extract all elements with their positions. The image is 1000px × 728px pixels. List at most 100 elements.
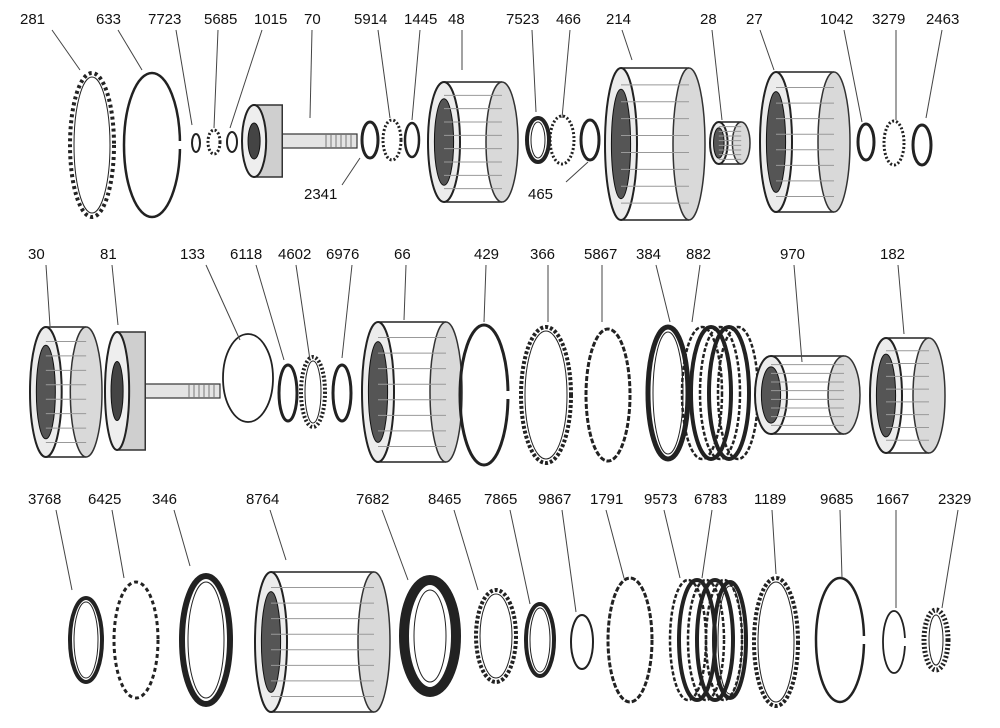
- part-66-shape: [361, 321, 463, 463]
- part-label-1015: 1015: [254, 11, 287, 28]
- part-2341-shape: [360, 120, 380, 160]
- leader-line-28: [711, 29, 723, 121]
- part-label-6118: 6118: [230, 246, 262, 263]
- leader-line-2341: [341, 157, 361, 186]
- part-label-5685: 5685: [204, 11, 237, 28]
- part-label-346: 346: [152, 491, 177, 508]
- part-6976-shape: [331, 363, 353, 423]
- part-1445-shape: [403, 121, 421, 159]
- part-label-3279: 3279: [872, 11, 905, 28]
- leader-line-5914: [377, 29, 391, 119]
- part-label-6976: 6976: [326, 246, 359, 263]
- leader-line-429: [483, 264, 487, 323]
- leader-line-182: [897, 264, 905, 335]
- part-1667-shape: [882, 610, 911, 674]
- leader-line-9573: [663, 509, 681, 579]
- leader-line-7865: [509, 509, 531, 605]
- part-7865-shape: [524, 602, 556, 678]
- part-2329-shape: [921, 607, 951, 673]
- leader-line-9867: [561, 509, 577, 613]
- part-465-shape: [579, 118, 601, 162]
- part-label-2341: 2341: [304, 186, 337, 203]
- leader-line-7523: [531, 29, 537, 113]
- part-label-1189: 1189: [754, 491, 786, 508]
- part-label-2329: 2329: [938, 491, 971, 508]
- part-label-81: 81: [100, 246, 117, 263]
- part-label-8465: 8465: [428, 491, 461, 508]
- leader-line-7723: [175, 29, 193, 126]
- part-label-48: 48: [448, 11, 465, 28]
- part-label-366: 366: [530, 246, 555, 263]
- part-label-2463: 2463: [926, 11, 959, 28]
- leader-line-8465: [453, 509, 479, 591]
- part-label-8764: 8764: [246, 491, 279, 508]
- part-label-882: 882: [686, 246, 711, 263]
- leader-line-81: [111, 264, 119, 326]
- part-1042-shape: [856, 122, 876, 162]
- part-label-6425: 6425: [88, 491, 121, 508]
- leader-line-1189: [771, 509, 777, 575]
- part-label-970: 970: [780, 246, 805, 263]
- part-label-1042: 1042: [820, 11, 853, 28]
- part-5914-shape: [381, 118, 403, 162]
- part-4602-shape: [299, 355, 327, 429]
- part-label-3768: 3768: [28, 491, 61, 508]
- part-882-shape: [680, 325, 760, 461]
- part-label-633: 633: [96, 11, 121, 28]
- leader-line-214: [621, 29, 633, 61]
- part-label-6783: 6783: [694, 491, 727, 508]
- part-label-429: 429: [474, 246, 499, 263]
- leader-line-466: [561, 29, 571, 119]
- part-3768-shape: [68, 596, 104, 684]
- part-3279-shape: [882, 119, 906, 167]
- part-label-281: 281: [20, 11, 45, 28]
- part-label-28: 28: [700, 11, 717, 28]
- leader-line-133: [205, 264, 241, 341]
- part-70-shape: [241, 104, 358, 178]
- part-366-shape: [519, 325, 573, 465]
- part-27-shape: [759, 71, 851, 213]
- leader-line-6976: [341, 264, 353, 359]
- part-label-5914: 5914: [354, 11, 387, 28]
- part-label-30: 30: [28, 246, 45, 263]
- leader-line-66: [403, 264, 407, 321]
- leader-line-384: [655, 264, 671, 323]
- part-8465-shape: [474, 588, 518, 684]
- part-label-27: 27: [746, 11, 763, 28]
- leader-line-27: [759, 29, 775, 71]
- part-label-4602: 4602: [278, 246, 311, 263]
- leader-line-6118: [255, 264, 285, 361]
- part-281-shape: [68, 71, 116, 219]
- leader-line-882: [691, 264, 701, 323]
- leader-line-633: [117, 29, 143, 71]
- leader-line-8764: [269, 509, 287, 561]
- leader-line-5685: [213, 29, 219, 129]
- part-2463-shape: [911, 123, 933, 167]
- part-5867-shape: [584, 327, 632, 463]
- leader-line-281: [51, 29, 81, 71]
- part-label-5867: 5867: [584, 246, 617, 263]
- part-label-7865: 7865: [484, 491, 517, 508]
- part-label-9573: 9573: [644, 491, 677, 508]
- part-label-1667: 1667: [876, 491, 909, 508]
- part-label-9867: 9867: [538, 491, 571, 508]
- part-466-shape: [548, 114, 576, 166]
- part-label-66: 66: [394, 246, 411, 263]
- part-6118-shape: [277, 363, 299, 423]
- part-7682-shape: [399, 575, 461, 697]
- leader-line-2463: [925, 29, 943, 119]
- part-346-shape: [179, 573, 233, 707]
- part-429-shape: [458, 323, 514, 467]
- part-30-shape: [29, 326, 103, 458]
- part-label-7723: 7723: [148, 11, 181, 28]
- part-label-133: 133: [180, 246, 205, 263]
- part-8764-shape: [254, 571, 391, 713]
- part-214-shape: [604, 67, 706, 221]
- part-label-1445: 1445: [404, 11, 437, 28]
- part-1791-shape: [606, 576, 654, 704]
- leader-line-4602: [295, 264, 311, 361]
- part-182-shape: [869, 337, 946, 454]
- part-970-shape: [754, 355, 861, 435]
- leader-line-9685: [839, 509, 843, 579]
